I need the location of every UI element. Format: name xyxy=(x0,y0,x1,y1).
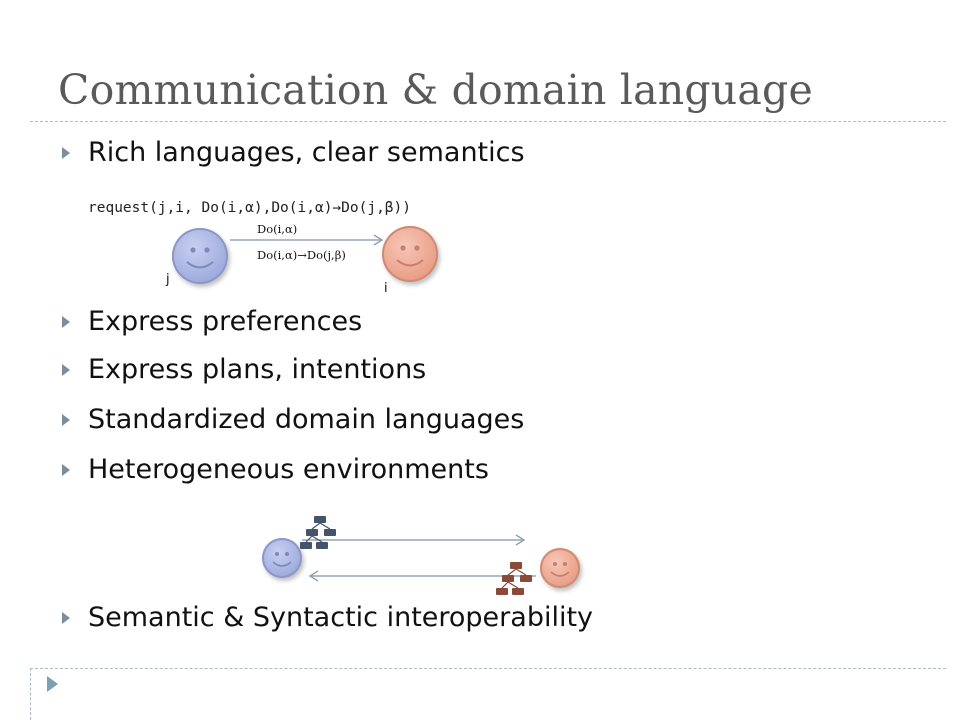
network-hierarchy-icon xyxy=(300,516,336,549)
slide-corner-triangle-icon xyxy=(47,676,58,692)
bullet-text: Express plans, intentions xyxy=(88,354,427,385)
bullet-triangle-icon xyxy=(62,146,70,159)
bullet-item: Express plans, intentions xyxy=(62,354,426,385)
bullet-item: Heterogeneous environments xyxy=(62,454,489,485)
bullet-text: Express preferences xyxy=(88,306,363,337)
agent-j-label: j xyxy=(166,272,170,287)
bullet-triangle-icon xyxy=(62,315,70,328)
agent-i-smiley-icon xyxy=(382,226,438,282)
network-hierarchy-icon xyxy=(496,562,532,595)
bullet-triangle-icon xyxy=(62,363,70,376)
bullet-item: Rich languages, clear semantics xyxy=(62,137,525,168)
slide-title: Communication & domain language xyxy=(58,66,813,114)
bullet-text: Standardized domain languages xyxy=(88,404,525,435)
forward-arrow-icon xyxy=(302,534,526,546)
bullet-triangle-icon xyxy=(62,463,70,476)
message-bottom-label: Do(i,α)→Do(j,β) xyxy=(257,248,346,262)
title-divider xyxy=(30,121,946,122)
bullet-text: Heterogeneous environments xyxy=(88,454,489,485)
agent-i-label: i xyxy=(384,281,388,296)
backward-arrow-icon xyxy=(308,570,536,582)
request-code-line: request(j,i, Do(i,α),Do(i,α)→Do(j,β)) xyxy=(88,200,412,216)
message-arrow-icon xyxy=(230,234,384,246)
agent-right-smiley-icon xyxy=(540,548,580,588)
footer-divider xyxy=(30,668,946,669)
agent-j-smiley-icon xyxy=(172,228,228,284)
message-top-label: Do(i,α) xyxy=(257,222,298,236)
footer-left-line xyxy=(30,668,31,720)
bullet-triangle-icon xyxy=(62,611,70,624)
bullet-item: Standardized domain languages xyxy=(62,404,524,435)
bullet-item: Express preferences xyxy=(62,306,362,337)
bullet-text: Rich languages, clear semantics xyxy=(88,137,525,168)
bullet-item: Semantic & Syntactic interoperability xyxy=(62,602,593,633)
bullet-triangle-icon xyxy=(62,413,70,426)
bullet-text: Semantic & Syntactic interoperability xyxy=(88,602,594,633)
agent-left-smiley-icon xyxy=(262,538,302,578)
